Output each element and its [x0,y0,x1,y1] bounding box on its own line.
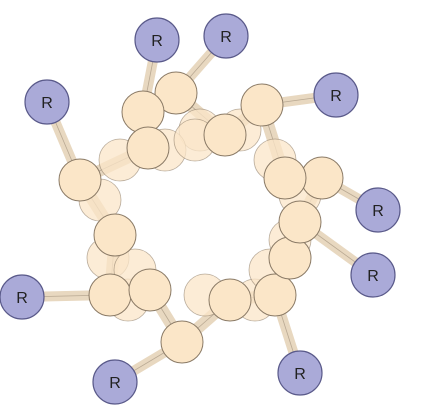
r-group-circle [277,350,323,396]
r-group-circle [355,187,401,233]
r-group: R [92,359,138,405]
backbone-atom [93,213,137,257]
r-group-label: R [372,203,384,220]
backbone-atom [253,273,297,317]
backbone-atom [160,320,204,364]
r-group-label: R [330,88,342,105]
r-group-label: R [109,375,121,392]
backbone-atom [154,71,198,115]
backbone-atom [126,126,170,170]
backbone-atom [268,236,312,280]
backbone-atom [208,278,252,322]
r-group: R [24,79,70,125]
backbone-atom [263,156,307,200]
r-group: R [134,17,180,63]
backbone-atom [203,113,247,157]
backbone-atom [88,273,132,317]
r-group: R [277,350,323,396]
r-group-label: R [151,33,163,50]
r-group-circle [350,252,396,298]
r-group-circle [313,72,359,118]
r-group-circle [134,17,180,63]
r-group: R [355,187,401,233]
backbone-atom [128,268,172,312]
r-group-label: R [16,290,28,307]
r-group-circle [203,13,249,59]
r-group-circle [24,79,70,125]
r-group-layer: R R R R R R R R R [0,13,401,405]
backbone-atom [240,83,284,127]
r-group-label: R [294,366,306,383]
r-group-label: R [41,95,53,112]
r-group: R [350,252,396,298]
r-group: R [313,72,359,118]
backbone-atom [58,158,102,202]
front-atom-layer [58,71,344,364]
backbone-atom [300,156,344,200]
r-group: R [0,274,45,320]
r-group-circle [0,274,45,320]
backbone-atom [121,90,165,134]
r-group-label: R [220,29,232,46]
backbone-atom [278,200,322,244]
r-group-label: R [367,268,379,285]
r-group: R [203,13,249,59]
r-group-circle [92,359,138,405]
